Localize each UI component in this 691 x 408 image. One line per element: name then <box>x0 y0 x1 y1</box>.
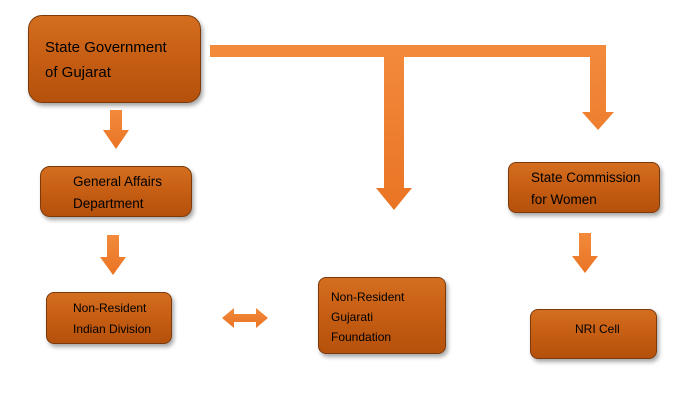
node-label-line: State Commission <box>531 170 641 185</box>
node-label-line: Gujarati <box>331 310 374 324</box>
node-nri-cell: NRI Cell <box>530 309 657 359</box>
arrow-commission-to-nri-cell <box>572 233 598 273</box>
node-label-line: of Gujarat <box>45 64 111 81</box>
node-label-line: Indian Division <box>73 322 152 336</box>
node-non-resident-gujarati-foundation: Non-Resident Gujarati Foundation <box>318 277 446 354</box>
node-label-line: Foundation <box>331 330 392 344</box>
node-label-line: NRI Cell <box>575 322 620 336</box>
arrow-division-foundation-bidirectional <box>222 308 268 328</box>
node-label-line: Non-Resident <box>331 290 405 304</box>
node-label-line: for Women <box>531 192 597 207</box>
node-non-resident-indian-division: Non-Resident Indian Division <box>46 292 172 344</box>
arrow-gad-to-nri-division <box>100 235 126 275</box>
node-label-line: General Affairs <box>73 174 163 189</box>
node-label-line: Department <box>73 196 144 211</box>
node-general-affairs-department: General Affairs Department <box>40 166 192 217</box>
node-label-line: State Government <box>45 39 167 56</box>
arrow-state-to-gad <box>103 110 129 149</box>
node-state-government: State Government of Gujarat <box>28 15 201 103</box>
node-state-commission-for-women: State Commission for Women <box>508 162 660 213</box>
node-label-line: Non-Resident <box>73 301 147 315</box>
